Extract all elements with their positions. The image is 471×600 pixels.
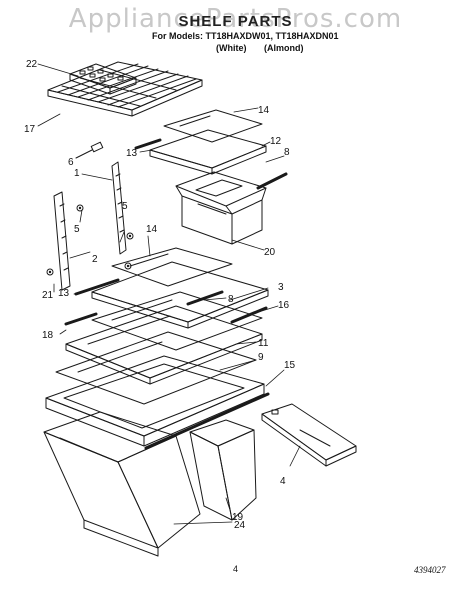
callout-15: 15 bbox=[284, 360, 296, 371]
shelf-ladder-right bbox=[111, 161, 127, 255]
callout-13b: 13 bbox=[58, 288, 70, 299]
callout-9: 9 bbox=[258, 352, 264, 363]
callout-18: 18 bbox=[42, 330, 54, 341]
callout-24: 24 bbox=[234, 520, 246, 531]
callout-5b: 5 bbox=[74, 224, 80, 235]
document-number: 4394027 bbox=[414, 565, 446, 575]
crisper-humidity-control bbox=[261, 403, 357, 467]
wire-shelf bbox=[47, 61, 203, 117]
variant-white: (White) bbox=[216, 43, 247, 53]
small-crisper-drawer bbox=[175, 171, 267, 245]
callout-2: 2 bbox=[92, 254, 98, 265]
callout-8: 8 bbox=[284, 147, 290, 158]
callout-12: 12 bbox=[270, 136, 282, 147]
front-trim-middle bbox=[74, 278, 224, 306]
page-number: 4 bbox=[233, 564, 239, 574]
callout-4: 4 bbox=[280, 476, 286, 487]
shelf-ladder-left bbox=[53, 191, 71, 291]
callout-13: 13 bbox=[126, 148, 138, 159]
callout-6: 6 bbox=[68, 157, 74, 168]
middle-glass-shelf bbox=[111, 247, 233, 287]
shelf-support-clip bbox=[75, 141, 104, 159]
callout-22: 22 bbox=[26, 59, 38, 70]
callout-labels: 22 17 6 13 14 12 8 1 5 20 5 14 3 2 8 16 … bbox=[24, 59, 296, 531]
upper-glass-shelf bbox=[163, 109, 263, 143]
variant-almond: (Almond) bbox=[264, 43, 304, 53]
models-line: For Models: TT18HAXDW01, TT18HAXDN01 bbox=[152, 31, 339, 41]
callout-14: 14 bbox=[258, 105, 270, 116]
callout-5: 5 bbox=[122, 201, 128, 212]
crisper-cover-frame bbox=[65, 305, 263, 385]
callout-19: 19 bbox=[232, 512, 244, 523]
crisper-frame bbox=[45, 355, 265, 447]
egg-tray bbox=[69, 63, 137, 95]
callout-16: 16 bbox=[278, 300, 290, 311]
crisper-drawer-left bbox=[43, 411, 201, 557]
page-title: SHELF PARTS bbox=[178, 13, 293, 30]
screw-icons bbox=[48, 206, 132, 274]
callout-17: 17 bbox=[24, 124, 36, 135]
crisper-cover-trim bbox=[256, 172, 288, 190]
callout-3: 3 bbox=[278, 282, 284, 293]
upper-shelf-frame bbox=[149, 129, 267, 175]
callout-21: 21 bbox=[42, 290, 54, 301]
callout-1: 1 bbox=[74, 168, 80, 179]
lower-shelf-edge-trim bbox=[64, 306, 268, 326]
crisper-frame-trim bbox=[144, 392, 270, 450]
callout-20: 20 bbox=[264, 247, 276, 258]
middle-shelf-frame bbox=[91, 261, 269, 329]
callout-8b: 8 bbox=[228, 294, 234, 305]
lower-glass-shelf bbox=[91, 291, 263, 351]
watermark: AppliancePartsPros.com bbox=[68, 4, 403, 34]
leader-lines bbox=[37, 63, 301, 525]
front-trim-upper bbox=[134, 138, 162, 150]
callout-11: 11 bbox=[258, 338, 269, 349]
callout-14b: 14 bbox=[146, 224, 158, 235]
crisper-drawer-right bbox=[189, 419, 257, 521]
